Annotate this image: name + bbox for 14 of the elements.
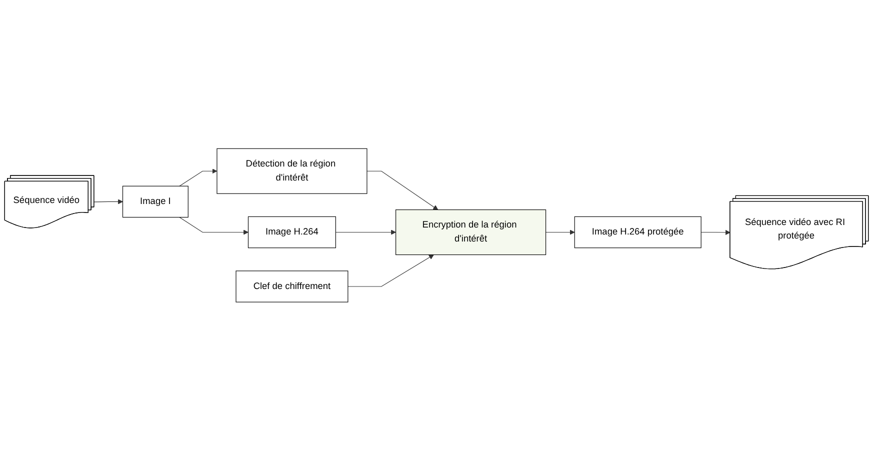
node-box: Détection de la région d'intérêt [216, 148, 368, 194]
arrow [335, 230, 396, 235]
node-box: Image I [122, 186, 188, 218]
arrow [179, 168, 218, 187]
arrow [179, 217, 248, 235]
node-box: Image H.264 protégée [574, 216, 702, 248]
arrow [700, 230, 730, 236]
arrow [546, 230, 575, 235]
arrow [348, 254, 434, 287]
node-box: Encryption de la région d'intérêt [396, 210, 546, 256]
node-box: Clef de chiffrement [236, 270, 348, 302]
node-box: Image H.264 [248, 216, 336, 248]
arrow [94, 199, 123, 204]
arrow [366, 170, 438, 210]
